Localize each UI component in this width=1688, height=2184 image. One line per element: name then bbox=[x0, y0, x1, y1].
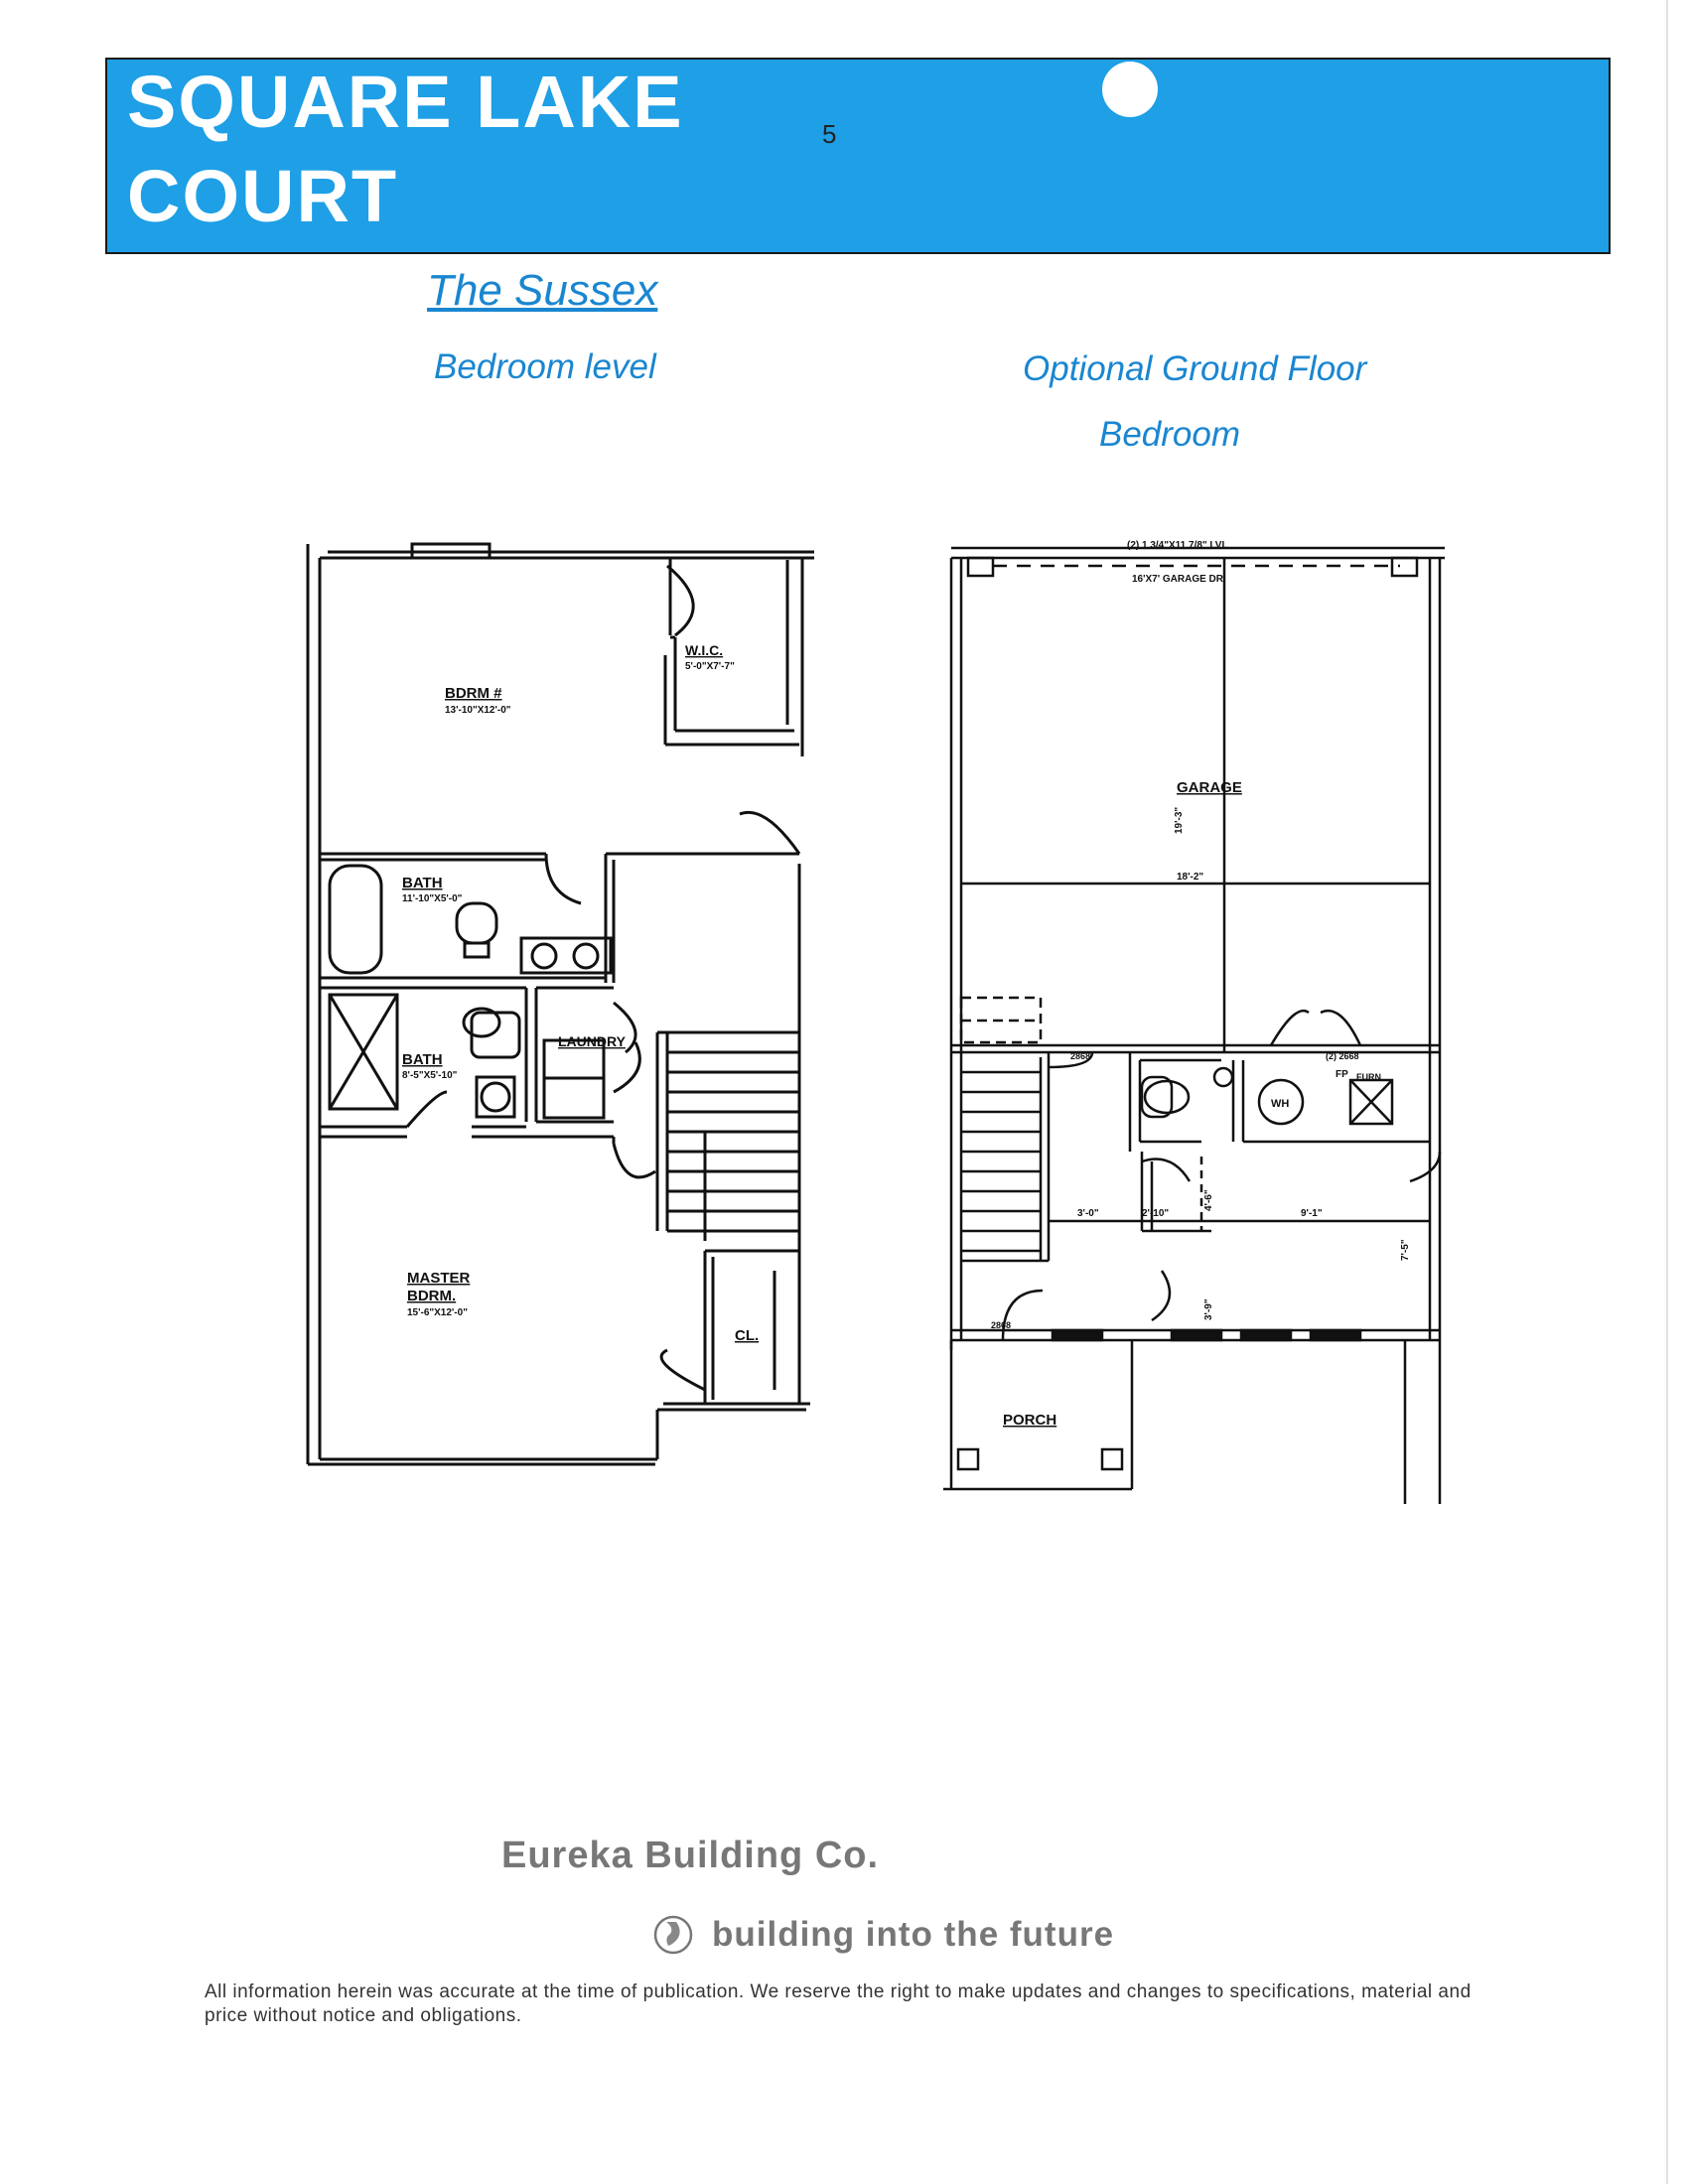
dim-a: 3'-0" bbox=[1077, 1208, 1099, 1219]
bath1-label: BATH bbox=[402, 875, 443, 891]
door-2: (2) 2668 bbox=[1326, 1051, 1359, 1061]
title-line-2: COURT bbox=[127, 155, 399, 237]
globe-icon bbox=[653, 1915, 693, 1955]
furn-label: FURN bbox=[1356, 1072, 1381, 1082]
door-3: 2868 bbox=[991, 1320, 1011, 1330]
garage-label: GARAGE bbox=[1177, 779, 1242, 796]
garage-dim-h: 18'-2" bbox=[1177, 872, 1203, 883]
bedroom-level-plan: BDRM # 13'-10"X12'-0" W.I.C. 5'-0"X7'-7"… bbox=[298, 536, 824, 1514]
dim-e: 3'-9" bbox=[1203, 1298, 1214, 1320]
wic-label: W.I.C. bbox=[685, 642, 723, 658]
garage-door-label: 16'X7' GARAGE DR bbox=[1132, 574, 1224, 585]
page-edge bbox=[1666, 0, 1668, 2184]
header-banner: SQUARE LAKE COURT 5 bbox=[105, 58, 1611, 254]
garage-dim-v: 19'-3" bbox=[1174, 807, 1185, 834]
right-plan-caption-line1: Optional Ground Floor bbox=[1023, 349, 1367, 388]
laundry-label: LAUNDRY bbox=[558, 1033, 627, 1049]
bath2-label: BATH bbox=[402, 1051, 443, 1068]
wic-dim: 5'-0"X7'-7" bbox=[685, 661, 735, 672]
dim-f: 4'-6" bbox=[1203, 1189, 1214, 1211]
dim-b: 2'-10" bbox=[1142, 1208, 1169, 1219]
page-number: 5 bbox=[822, 119, 837, 149]
company-name: Eureka Building Co. bbox=[501, 1835, 880, 1876]
fp-label: FP bbox=[1336, 1069, 1348, 1080]
closet-label: CL. bbox=[735, 1327, 759, 1344]
porch-label: PORCH bbox=[1003, 1412, 1056, 1429]
left-plan-caption: Bedroom level bbox=[434, 347, 656, 386]
dim-d: 7'-5" bbox=[1400, 1239, 1411, 1261]
master-label-1: MASTER bbox=[407, 1270, 471, 1287]
bath1-dim: 11'-10"X5'-0" bbox=[402, 893, 463, 904]
bath2-dim: 8'-5"X5'-10" bbox=[402, 1070, 458, 1081]
right-plan-caption-line2: Bedroom bbox=[1099, 415, 1241, 454]
door-1: 2868 bbox=[1070, 1051, 1090, 1061]
ground-floor-plan: (2) 1 3/4"X11 7/8" LVL 16'X7' GARAGE DR … bbox=[943, 536, 1460, 1514]
title-line-1: SQUARE LAKE bbox=[127, 61, 684, 143]
tagline: building into the future bbox=[712, 1915, 1115, 1954]
header-note: (2) 1 3/4"X11 7/8" LVL bbox=[1127, 540, 1228, 551]
punch-hole bbox=[1102, 62, 1158, 117]
dim-c: 9'-1" bbox=[1301, 1208, 1323, 1219]
tagline-row: building into the future bbox=[652, 1910, 1114, 1960]
master-dim: 15'-6"X12'-0" bbox=[407, 1307, 468, 1318]
bdrm2-dim: 13'-10"X12'-0" bbox=[445, 705, 511, 716]
bdrm2-label: BDRM # bbox=[445, 685, 502, 702]
disclaimer: All information herein was accurate at t… bbox=[205, 1981, 1472, 2026]
wh-label: WH bbox=[1271, 1098, 1289, 1110]
master-label-2: BDRM. bbox=[407, 1288, 456, 1304]
model-name: The Sussex bbox=[427, 266, 658, 315]
